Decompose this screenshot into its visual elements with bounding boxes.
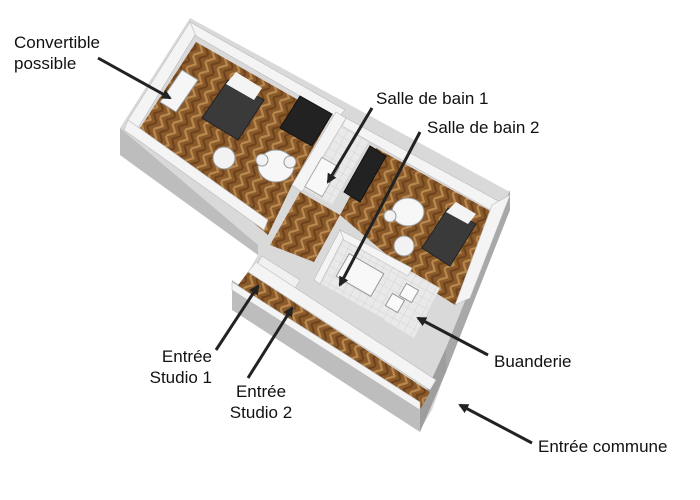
arrow-salle-de-bain-2 xyxy=(338,131,422,287)
arrow-entree-commune xyxy=(458,403,533,445)
studio-1-furniture xyxy=(159,69,333,183)
label-entree-studio-1: Entrée Studio 1 xyxy=(126,346,212,388)
label-convertible-line2: possible xyxy=(14,54,77,73)
label-entree-studio-2-line1: Entrée xyxy=(235,382,287,401)
label-entree-studio-1-line2: Studio 1 xyxy=(149,368,212,387)
label-salle-de-bain-2-text: Salle de bain 2 xyxy=(427,118,540,137)
label-entree-studio-1-line1: Entrée xyxy=(161,347,212,366)
label-entree-studio-2: Entrée Studio 2 xyxy=(218,381,304,423)
label-entree-studio-2-line2: Studio 2 xyxy=(229,403,293,422)
studio-2-furniture xyxy=(343,145,477,267)
arrow-convertible xyxy=(97,56,172,100)
arrow-buanderie xyxy=(416,316,489,357)
label-buanderie: Buanderie xyxy=(494,351,572,372)
label-entree-commune-text: Entrée commune xyxy=(538,437,668,456)
salle-de-bain-2-room xyxy=(313,229,413,320)
label-salle-de-bain-1-text: Salle de bain 1 xyxy=(376,89,489,108)
label-convertible-line1: Convertible xyxy=(14,33,100,52)
label-buanderie-text: Buanderie xyxy=(494,352,572,371)
studio-2-floor xyxy=(340,117,511,306)
arrow-entree-studio-2 xyxy=(246,306,294,379)
label-entree-commune: Entrée commune xyxy=(538,436,667,457)
arrow-entree-studio-1 xyxy=(214,284,260,351)
label-salle-de-bain-1: Salle de bain 1 xyxy=(376,88,488,109)
buanderie-room xyxy=(384,272,440,338)
arrow-salle-de-bain-1 xyxy=(326,107,374,184)
pointer-arrows xyxy=(97,56,533,445)
label-convertible: Convertible possible xyxy=(14,32,100,74)
label-salle-de-bain-2: Salle de bain 2 xyxy=(427,117,539,138)
